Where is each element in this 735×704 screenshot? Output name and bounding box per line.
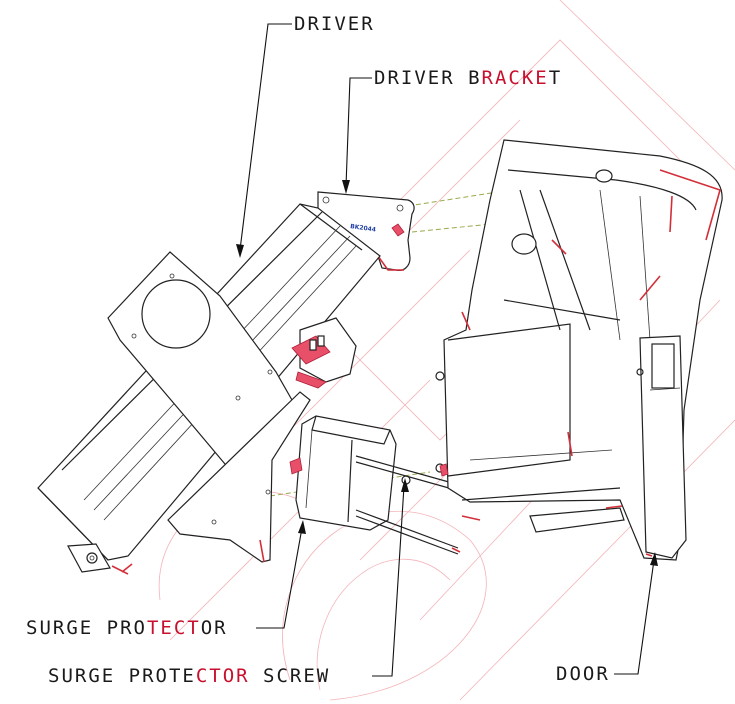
part-number-text: BK2044 bbox=[350, 223, 377, 234]
door-housing bbox=[435, 139, 723, 561]
leader-lines bbox=[236, 23, 658, 677]
callout-labels: DRIVER DRIVER BRACKET SURGE PROTECTOR SU… bbox=[26, 13, 610, 687]
driver-bracket: BK2044 bbox=[317, 191, 415, 271]
label-surge-protector: SURGE PROTECTOR bbox=[26, 617, 228, 639]
lower-bracket bbox=[121, 391, 311, 573]
label-driver: DRIVER bbox=[294, 13, 375, 35]
connector bbox=[291, 317, 357, 389]
label-door: DOOR bbox=[556, 663, 610, 685]
label-driver-bracket: DRIVER BRACKET bbox=[374, 67, 562, 89]
label-surge-protector-screw: SURGE PROTECTOR SCREW bbox=[48, 665, 330, 687]
